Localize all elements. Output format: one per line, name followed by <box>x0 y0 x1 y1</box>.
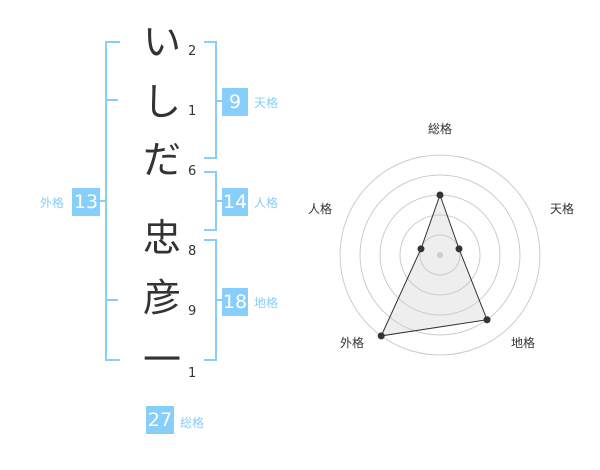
radar-grid-ring <box>339 154 541 356</box>
stroke-count-5: 9 <box>188 304 197 319</box>
radar-grid-ring <box>399 214 481 296</box>
radar-series-area <box>380 193 488 337</box>
radar-point-0 <box>436 191 444 199</box>
radar-grid-ring <box>419 234 461 276</box>
radar-point-1 <box>455 245 463 253</box>
stroke-count-6: 1 <box>188 366 197 381</box>
soukaku-label: 総格 <box>180 416 205 430</box>
stroke-count-2: 1 <box>188 104 197 119</box>
radar-point-2 <box>483 316 491 324</box>
soukaku-badge: 27 <box>146 406 174 434</box>
stroke-count-4: 8 <box>188 244 197 259</box>
radar-point-4 <box>417 245 425 253</box>
chikaku-badge: 18 <box>222 288 248 316</box>
stroke-count-3: 6 <box>188 164 197 179</box>
jinkaku-label: 人格 <box>254 196 279 210</box>
jinkaku-badge: 14 <box>222 188 248 216</box>
tenkaku-badge: 9 <box>222 88 248 116</box>
name-char-6: 一 <box>142 338 181 382</box>
radar-axis-label-tenkaku: 天格 <box>550 202 575 216</box>
chikaku-label: 地格 <box>254 296 279 310</box>
name-char-4: 忠 <box>142 216 181 260</box>
radar-center-dot <box>437 252 443 258</box>
gaikaku-badge: 13 <box>72 188 100 216</box>
name-char-3: だ <box>142 138 181 182</box>
radar-axis-label-soukaku: 総格 <box>428 122 453 136</box>
stroke-count-1: 2 <box>188 44 197 59</box>
radar-grid-ring <box>359 174 521 336</box>
radar-axis-label-jinkaku: 人格 <box>308 202 333 216</box>
name-char-2: し <box>142 80 181 124</box>
name-char-5: 彦 <box>142 276 181 320</box>
radar-axis-label-chikaku: 地格 <box>511 336 536 350</box>
radar-axis-label-gaikaku: 外格 <box>340 336 365 350</box>
gaikaku-label: 外格 <box>40 196 65 210</box>
radar-chart <box>339 154 541 356</box>
name-char-1: い <box>142 20 181 64</box>
radar-point-3 <box>377 332 385 340</box>
tenkaku-label: 天格 <box>254 96 279 110</box>
